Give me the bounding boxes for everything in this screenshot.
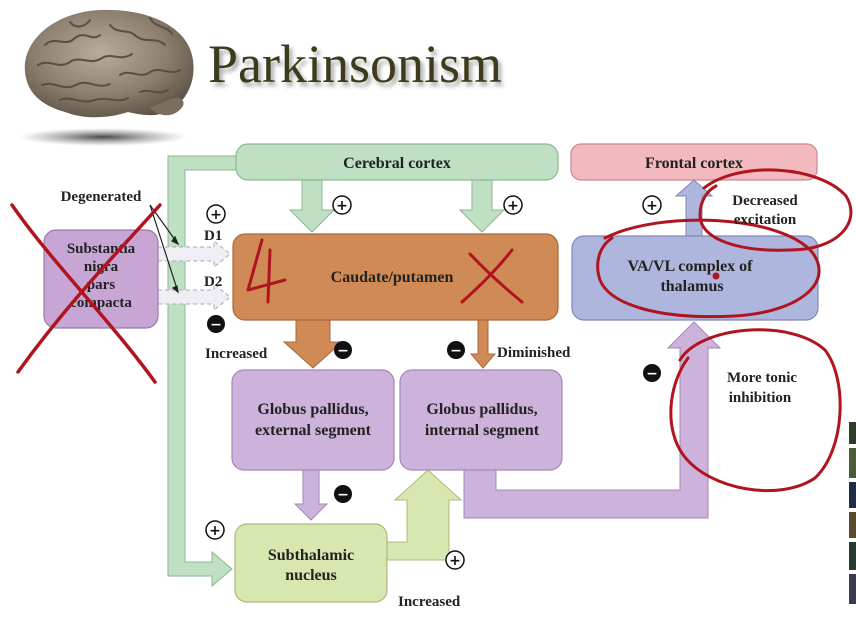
thalamus-box: VA/VL complex of thalamus	[571, 235, 819, 321]
plus-sign: +	[332, 195, 352, 215]
gpe-to-stn-arrow	[293, 467, 329, 521]
nigra-line-2: nigra	[84, 259, 119, 275]
cross-out-nigra	[16, 203, 162, 374]
plus-sign-text: +	[507, 198, 519, 214]
gpe-box: Globus pallidus, external segment	[231, 369, 395, 471]
annotation-decreased-excitation-text: Decreased	[732, 193, 798, 209]
diminished-label: Diminished	[497, 345, 571, 361]
minus-sign-text: −	[450, 343, 462, 359]
cortex-to-stn-arrow	[167, 155, 246, 588]
cerebral-cortex-box: Cerebral cortex	[235, 143, 559, 181]
nigra-line-4: compacta	[70, 295, 132, 311]
stn-to-gpi-arrow	[385, 469, 463, 561]
cortex-to-striatum-arrow-right	[458, 179, 506, 233]
minus-sign-text: −	[337, 343, 349, 359]
cross-out-putamen	[468, 252, 524, 304]
minus-sign: −	[334, 341, 352, 359]
plus-sign: +	[445, 550, 465, 570]
circle-thalamus	[596, 218, 821, 319]
nigra-d1-arrow	[157, 239, 231, 269]
gpi-box: Globus pallidus, internal segment	[399, 369, 563, 471]
subthalamic-nucleus-box: Subthalamic nucleus	[234, 523, 388, 603]
circle-more-tonic-inhibition	[669, 328, 842, 493]
caudate-putamen-box: Caudate/putamen	[232, 233, 559, 321]
striatum-to-gpi-arrow	[469, 317, 497, 369]
annotation-more-tonic-inhibition: More tonic inhibition	[727, 370, 797, 406]
minus-sign: −	[334, 485, 352, 503]
plus-sign: +	[503, 195, 523, 215]
stn-line-2: nucleus	[285, 567, 337, 584]
frontal-cortex-label: Frontal cortex	[645, 155, 743, 172]
scribble-d2	[246, 238, 287, 304]
plus-sign-text: +	[449, 553, 461, 569]
annotation-more-tonic-inhibition-text: inhibition	[729, 390, 792, 406]
increased-label-left: Increased	[205, 346, 268, 362]
gpi-line-1: Globus pallidus,	[426, 401, 537, 418]
striatum-to-gpe-arrow	[282, 317, 344, 369]
minus-sign-text: −	[646, 366, 658, 382]
cortex-to-striatum-arrow-left	[288, 179, 336, 233]
plus-sign-text: +	[336, 198, 348, 214]
slide-title: Parkinsonism	[208, 34, 502, 94]
degenerated-label: Degenerated	[61, 189, 142, 205]
stn-line-1: Subthalamic	[268, 547, 354, 564]
plus-sign-text: +	[646, 198, 658, 214]
nigra-line-3: pars	[87, 277, 116, 293]
increased-label-bottom: Increased	[398, 594, 461, 610]
gpe-line-2: external segment	[255, 422, 372, 439]
edge-thumbnail-strip	[849, 422, 856, 604]
annotation-decreased-excitation-text: excitation	[734, 212, 797, 228]
cross-out-putamen	[460, 248, 514, 304]
plus-sign: +	[642, 195, 662, 215]
thalamus-to-frontal-arrow	[674, 179, 714, 237]
plus-sign-text: +	[209, 523, 221, 539]
plus-sign: +	[205, 520, 225, 540]
gpi-line-2: internal segment	[425, 422, 540, 439]
thalamus-line-1: VA/VL complex of	[627, 258, 753, 275]
caudate-putamen-label: Caudate/putamen	[331, 269, 454, 286]
gpe-line-1: Globus pallidus,	[257, 401, 368, 418]
minus-sign-text: −	[337, 487, 349, 503]
plus-sign-text: +	[210, 207, 222, 223]
minus-sign: −	[447, 341, 465, 359]
plus-sign: +	[206, 204, 226, 224]
d1-label: D1	[204, 228, 222, 244]
d2-label: D2	[204, 274, 222, 290]
handwritten-annotations	[10, 168, 853, 493]
minus-sign: −	[207, 315, 225, 333]
minus-sign-text: −	[210, 317, 222, 333]
annotation-dot	[712, 272, 720, 280]
cerebral-cortex-label: Cerebral cortex	[343, 155, 451, 172]
minus-sign: −	[643, 364, 661, 382]
gpi-to-thalamus-arrow	[463, 321, 722, 519]
brain-illustration	[18, 9, 194, 146]
thalamus-line-2: thalamus	[660, 278, 723, 295]
pathway-arrows	[157, 155, 722, 588]
frontal-cortex-box: Frontal cortex	[570, 143, 818, 181]
annotation-more-tonic-inhibition-text: More tonic	[727, 370, 797, 386]
annotation-decreased-excitation: Decreased excitation	[732, 193, 798, 228]
